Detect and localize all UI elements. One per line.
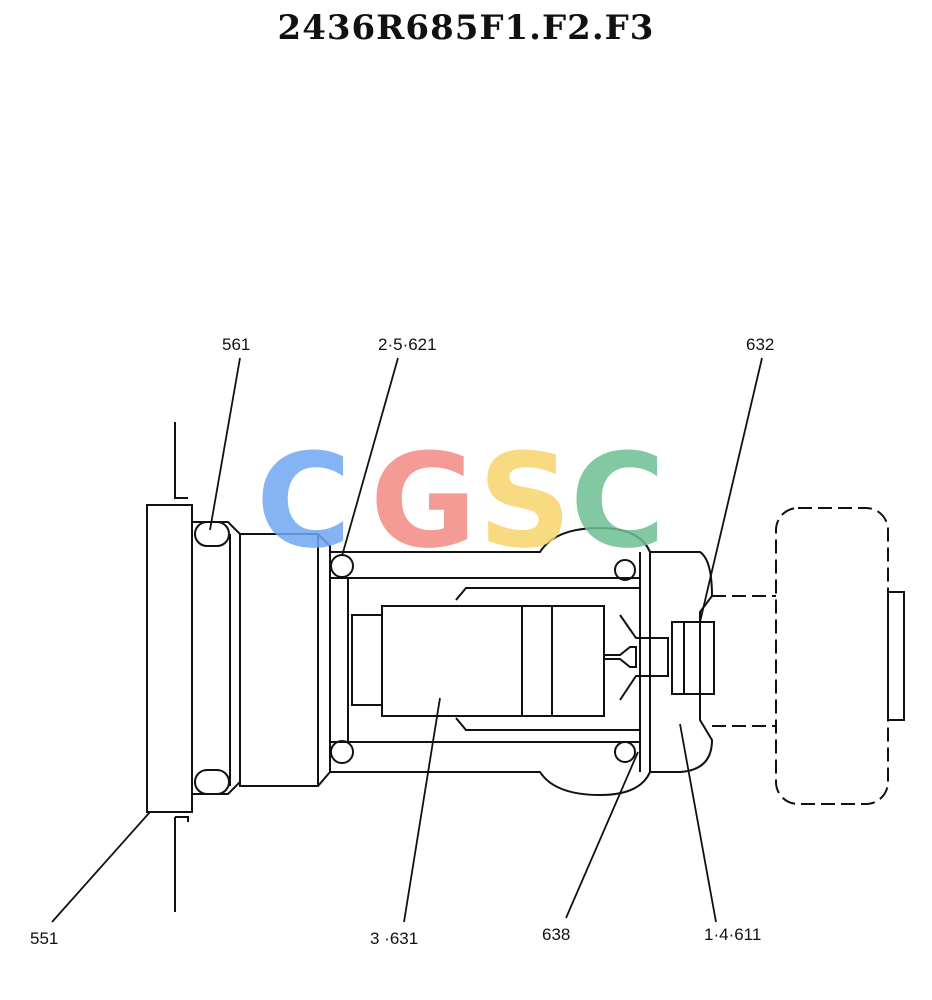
leader-561	[209, 357, 241, 531]
watermark-letter-1: C	[256, 425, 351, 577]
spool-land-1	[521, 605, 553, 717]
leader-611	[679, 723, 717, 923]
spacer-ring	[329, 577, 349, 743]
poppet	[604, 646, 637, 668]
watermark-letter-4: C	[570, 425, 665, 577]
seal-housing	[191, 521, 241, 795]
o-ring-638-bottom	[614, 741, 636, 763]
o-ring-638-top	[614, 559, 636, 581]
callout-2-5-621: 2·5·621	[378, 335, 437, 354]
o-ring-561-bottom	[194, 769, 230, 795]
o-ring-561-top	[194, 521, 230, 547]
spool-631	[381, 605, 523, 717]
callout-632: 632	[746, 335, 774, 354]
mounting-wall	[174, 422, 189, 912]
leader-631	[403, 697, 441, 923]
callout-638: 638	[542, 925, 570, 944]
plug-632	[671, 621, 715, 695]
callout-561: 561	[222, 335, 250, 354]
seat-638	[619, 614, 669, 701]
spool-shaft	[351, 614, 383, 706]
watermark-letter-2: G	[370, 425, 477, 577]
part-number-title: 2436R685F1.F2.F3	[277, 8, 655, 48]
leader-621	[341, 357, 399, 557]
leader-638	[565, 751, 639, 919]
spool-land-2	[551, 605, 605, 717]
outlet-pipe	[712, 595, 776, 727]
callout-551: 551	[30, 929, 58, 948]
solenoid-connector	[887, 591, 905, 721]
callout-3-631: 3 ·631	[370, 929, 418, 948]
leader-632	[699, 357, 763, 623]
callout-1-4-611: 1·4·611	[704, 925, 761, 944]
leader-551	[51, 811, 151, 923]
solenoid-cap	[775, 507, 889, 805]
flange-551	[146, 504, 193, 813]
valve-body	[330, 526, 714, 797]
watermark-letter-3: S	[478, 425, 572, 577]
o-ring-621-bottom	[330, 740, 354, 764]
